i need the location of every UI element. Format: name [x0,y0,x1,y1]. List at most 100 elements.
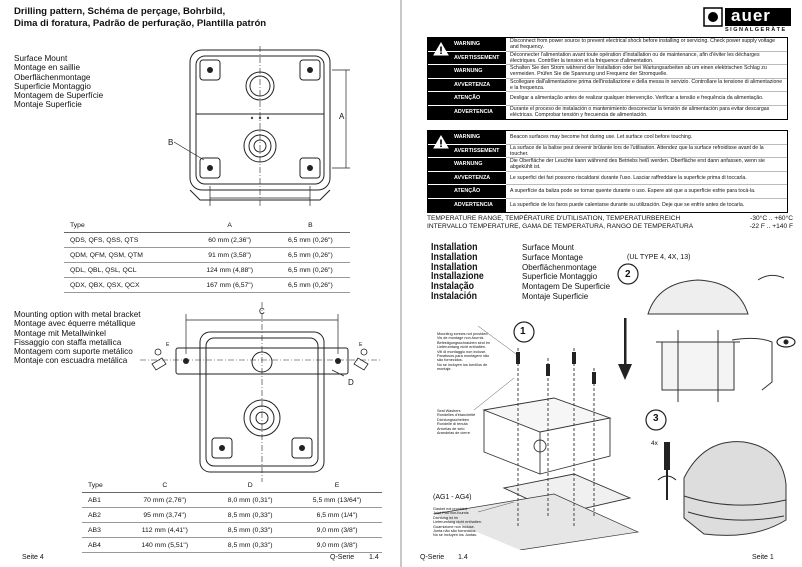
note-line: Guarnizione non incluse. [433,524,475,529]
table-row: AB4 140 mm (5,51") 8,5 mm (0,33") 9,0 mm… [82,537,382,553]
table-header: Type [82,478,122,493]
table-row: AB1 70 mm (2,76") 8,0 mm (0,31") 5,5 mm … [82,492,382,508]
table-cell: 6,5 mm (0,26") [270,277,350,293]
note-line: Rondelle di tenuta [437,422,468,427]
note-line: Dichtungsscheiben [437,417,470,422]
title-line: Drilling pattern, Schéma de perçage, Boh… [14,6,226,17]
step3-illustration [645,409,787,536]
installation-word: Installazione [431,271,484,283]
table-cell: 140 mm (5,51") [121,537,209,553]
drilling-pattern-drawing [173,46,350,206]
table-row: QDS, QFS, QSS, QTS 60 mm (2,36") 6,5 mm … [64,232,350,248]
table-cell: 8,5 mm (0,33") [208,537,293,553]
table-cell: 8,5 mm (0,33") [208,507,293,523]
auer-logo: auer SIGNALGERÄTE [703,6,793,41]
label-e-left: E [166,342,170,348]
drilling-title: Drilling pattern, Schéma de perçage, Boh… [14,6,266,30]
note-line: Gasket not provided [433,507,467,511]
footer-version: 1.4 [369,554,379,561]
installation-desc: Montaje Superficie [522,291,589,301]
surface-mount-line: Oberflächenmontage [14,72,91,82]
note-line: Joint Plat non-fournis [433,511,469,516]
installation-word: Instalação [431,281,475,293]
ul-type-label: (UL TYPE 4, 4X, 13) [627,254,691,261]
footer-page-number: Seite 4 [22,554,44,561]
warning-label: WARNING [428,131,506,145]
note-line: Arruelas de selo [437,426,465,431]
installation-desc: Oberflächenmontage [522,262,597,272]
temperature-line: INTERVALLO TEMPERATURE, GAMA DE TEMPERAT… [427,223,694,230]
eye-icon [776,336,796,348]
step-1-number: 1 [520,326,526,337]
note-line: Seal Washers [437,409,461,413]
table-cell: AB2 [82,507,122,523]
warning-text: Déconnecter l'alimentation avant toute o… [506,52,787,65]
warning-text: Schalten Sie den Strom während der Insta… [506,65,787,79]
installation-desc: Montagem De Superficie [522,282,611,292]
temperature-celsius: -30°C .. +60°C [750,215,793,222]
warning-label: ADVERTENCIA [428,198,506,212]
note-line: Lieferumfang nicht enthalten. [433,520,482,525]
installation-descriptions: Surface Mount Surface Montage Oberfläche… [522,243,610,302]
logo-mark-icon [703,7,791,27]
installation-word: Installation [431,251,478,263]
surface-mount-list: Surface Mount Montage en saillie Oberflä… [14,54,103,110]
table-header: Type [64,218,189,233]
table-cell: 167 mm (6,57") [188,277,271,293]
note-line: Mounting screws not provided [437,332,488,336]
warning-text: Desligar a alimentação antes de realizar… [506,92,787,106]
table-cell: 6,5 mm (0,26") [270,232,350,248]
note-line: Dichtung ist im [433,515,458,520]
step2-illustration [617,263,796,402]
note-line: Befestigungsschrauben sind im [437,340,490,345]
note-line: Junta não são fornecidos. [433,529,477,534]
label-a: A [339,112,345,121]
table-cell: QDX, QBX, QSX, QCX [64,277,189,293]
step-circle [513,321,535,343]
warning-text: Le superfici dei fari possono riscaldars… [506,172,787,185]
footer-page-number: Seite 1 [752,554,774,561]
dimensions-table-a-b: Type A B QDS, QFS, QSS, QTS 60 mm (2,36"… [64,218,350,293]
surface-mount-line: Montage en saillie [14,63,80,73]
table-cell: 6,5 mm (1/4") [292,507,382,523]
installation-desc: Surface Mount [522,243,575,252]
rotate-arrow-icon [657,475,677,481]
warning-label: WARNUNG [428,65,506,79]
label-b: B [168,138,174,147]
table-cell: 95 mm (3,74") [121,507,209,523]
table-row: QDX, QBX, QSX, QCX 167 mm (6,57") 6,5 mm… [64,277,350,293]
table-cell: AB4 [82,537,122,553]
surface-mount-line: Montagem de Superfície [14,91,104,101]
table-cell: AB1 [82,492,122,508]
warning-text: Durante el proceso de instalación o mant… [510,106,770,119]
temperature-values: -30°C .. +60°C -22 F .. +140 F [739,215,793,231]
table-cell: 6,5 mm (0,26") [270,247,350,263]
bracket-line: Fissaggio con staffa metallica [14,337,122,347]
step-3-number: 3 [653,413,659,424]
page-fold [400,0,402,567]
surface-mount-line: Superficie Montaggio [14,81,91,91]
warning-label: ADVERTENCIA [428,105,506,119]
table-header: D [208,478,293,493]
step1-exploded-view [433,321,640,550]
warning-text: Scollegare dall'alimentazione prima dell… [506,79,787,92]
table-header: B [270,218,350,233]
label-e-right: E [359,342,363,348]
table-row: AB3 112 mm (4,41") 8,5 mm (0,33") 9,0 mm… [82,522,382,538]
table-cell: 6,5 mm (0,26") [270,262,350,278]
installation-words: Installation Installation Installation I… [431,243,484,302]
note-line: Arandelas de cierre [437,431,470,436]
label-c: C [259,307,265,316]
installation-desc: Surface Montage [522,252,583,262]
surface-mount-line: Surface Mount [14,54,68,63]
table-cell: AB3 [82,522,122,538]
warning-label: AVVERTENZA [428,78,506,92]
table-cell: 91 mm (3,58") [188,247,271,263]
